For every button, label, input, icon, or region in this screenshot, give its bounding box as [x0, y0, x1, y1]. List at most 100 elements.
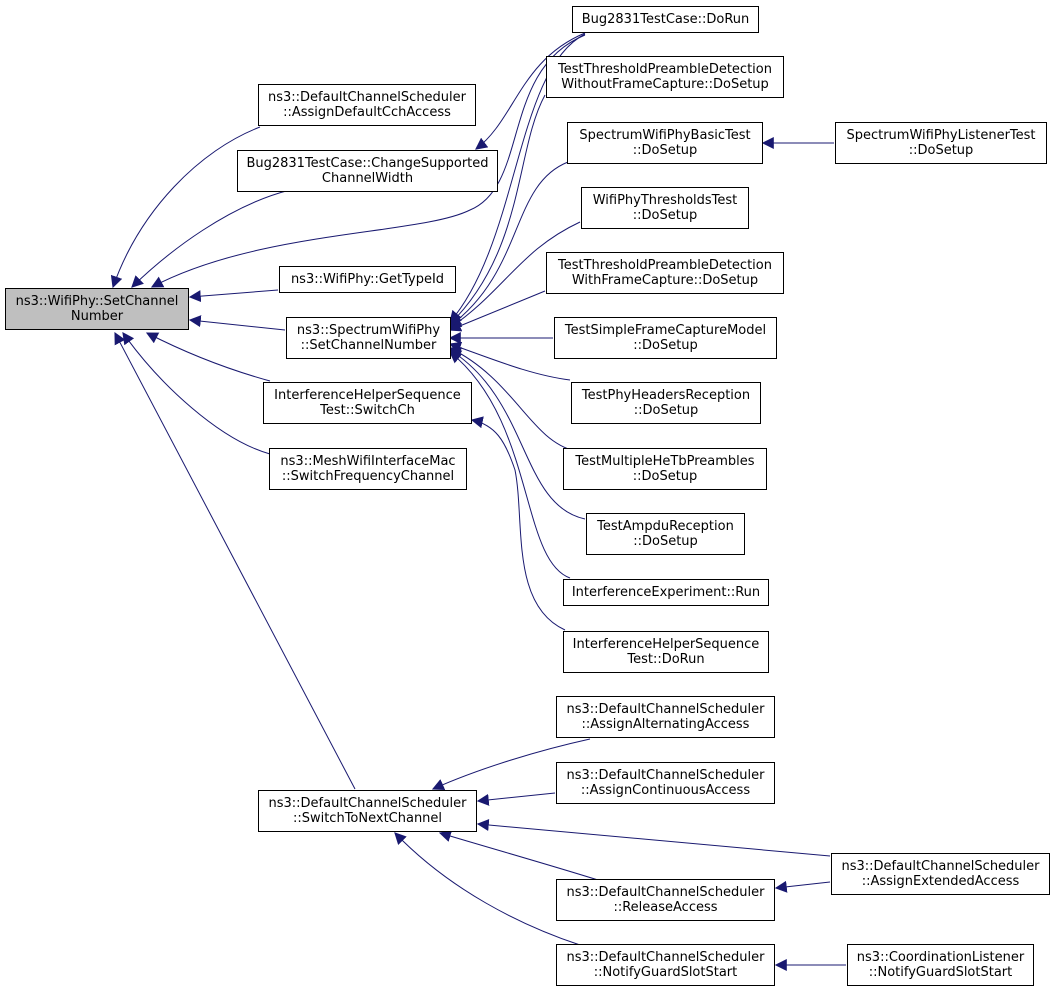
edge-tmhtp-swp — [448, 347, 576, 452]
node-label: TestSimpleFrameCaptureModel — [564, 323, 767, 338]
node-label: ChannelWidth — [321, 171, 414, 186]
node-spectrum-wifi-phy-listener-test-do-setup[interactable]: SpectrumWifiPhyListenerTest ::DoSetup — [835, 122, 1047, 164]
node-label: ns3::MeshWifiInterfaceMac — [280, 454, 456, 469]
node-label: WithFrameCapture::DoSetup — [571, 273, 759, 288]
node-label: ::AssignContinuousAccess — [580, 783, 751, 798]
node-wifi-phy-thresholds-test-do-setup[interactable]: WifiPhyThresholdsTest ::DoSetup — [581, 187, 749, 229]
node-label: ::ReleaseAccess — [613, 900, 718, 915]
node-label: ::DoSetup — [632, 208, 698, 223]
edge-tphr-swp — [448, 341, 571, 381]
node-label: ::DoSetup — [633, 403, 699, 418]
node-label: ::DoSetup — [633, 338, 698, 353]
node-label: ::DoSetup — [908, 143, 974, 158]
edge-tampdu-swp — [448, 349, 586, 520]
node-label: ::DoSetup — [632, 469, 698, 484]
node-label: SpectrumWifiPhyListenerTest — [846, 128, 1036, 143]
node-label: ::DoSetup — [633, 534, 698, 549]
node-ttpd-with-frame-capture-do-setup[interactable]: TestThresholdPreambleDetection WithFrame… — [546, 252, 784, 294]
node-label: TestPhyHeadersReception — [581, 388, 751, 403]
node-label: ns3::DefaultChannelScheduler — [566, 768, 765, 783]
node-label: ::NotifyGuardSlotStart — [868, 965, 1013, 980]
node-dcs-assign-continuous-access[interactable]: ns3::DefaultChannelScheduler ::AssignCon… — [556, 762, 775, 804]
node-dcs-assign-extended-access[interactable]: ns3::DefaultChannelScheduler ::AssignExt… — [831, 853, 1050, 895]
node-dcs-notify-guard-slot-start[interactable]: ns3::DefaultChannelScheduler ::NotifyGua… — [556, 944, 775, 986]
node-label: ns3::DefaultChannelScheduler — [566, 702, 765, 717]
node-label: ns3::WifiPhy::SetChannel — [15, 294, 179, 309]
node-label: ns3::DefaultChannelScheduler — [268, 90, 466, 105]
node-label: TestAmpduReception — [597, 519, 734, 534]
node-label: Bug2831TestCase::DoRun — [581, 12, 750, 27]
node-dcs-assign-default-cch-access[interactable]: ns3::DefaultChannelScheduler ::AssignDef… — [258, 84, 476, 126]
node-label: Test::DoRun — [627, 652, 705, 667]
node-label: ns3::CoordinationListener — [856, 950, 1025, 965]
edge-ttpd_w-swp — [448, 290, 546, 332]
edge-bug_run-bug_csw — [475, 32, 586, 150]
node-label: ::SwitchFrequencyChannel — [281, 469, 455, 484]
edge-dcs_ngs-dcs_next — [394, 832, 581, 946]
node-label: ::AssignExtendedAccess — [861, 874, 1020, 889]
edge-swpbt-swp — [449, 161, 569, 327]
node-label: ns3::DefaultChannelScheduler — [566, 950, 765, 965]
node-label: ::DoSetup — [632, 143, 698, 158]
node-bug2831-change-supported-channel-width[interactable]: Bug2831TestCase::ChangeSupported Channel… — [237, 150, 498, 192]
node-interference-experiment-run[interactable]: InterferenceExperiment::Run — [563, 579, 769, 606]
node-label: InterferenceHelperSequence — [572, 637, 760, 652]
edge-ihs_run-ihs_sw — [470, 416, 566, 631]
edge-dcs_acc-root — [110, 126, 261, 289]
edge-ie_run-swp — [449, 351, 571, 579]
edge-gettypeid-root — [188, 289, 279, 303]
node-label: ::SetChannelNumber — [300, 338, 437, 353]
node-test-ampdu-reception-do-setup[interactable]: TestAmpduReception ::DoSetup — [586, 513, 745, 555]
edge-dcs_ext-dcs_next — [476, 819, 831, 857]
node-ttpd-without-frame-capture-do-setup[interactable]: TestThresholdPreambleDetection WithoutFr… — [546, 56, 784, 98]
node-test-phy-headers-reception-do-setup[interactable]: TestPhyHeadersReception ::DoSetup — [571, 382, 761, 424]
edge-ttpd_wo-swp — [449, 94, 546, 325]
edge-dcs_alt-dcs_next — [431, 738, 591, 791]
node-bug2831-do-run[interactable]: Bug2831TestCase::DoRun — [572, 6, 759, 33]
node-wifiphy-set-channel-number: ns3::WifiPhy::SetChannel Number — [5, 288, 189, 330]
node-mesh-wifi-interface-mac-switch-frequency-channel[interactable]: ns3::MeshWifiInterfaceMac ::SwitchFreque… — [269, 448, 467, 490]
node-dcs-release-access[interactable]: ns3::DefaultChannelScheduler ::ReleaseAc… — [556, 879, 775, 921]
edge-swp-root — [188, 315, 286, 331]
edge-dcs_ext-dcs_rel — [774, 880, 831, 893]
node-label: ns3::DefaultChannelScheduler — [841, 859, 1040, 874]
node-label: InterferenceExperiment::Run — [571, 585, 761, 600]
node-label: ::AssignDefaultCchAccess — [283, 105, 451, 120]
node-label: ns3::WifiPhy::GetTypeId — [290, 272, 445, 287]
node-spectrum-wifi-phy-basic-test-do-setup[interactable]: SpectrumWifiPhyBasicTest ::DoSetup — [567, 122, 763, 164]
node-label: TestThresholdPreambleDetection — [558, 62, 772, 77]
edge-dcs_next-root — [114, 331, 356, 790]
node-label: ::SwitchToNextChannel — [292, 811, 443, 826]
edge-dcs_rel-dcs_next — [438, 830, 599, 881]
edge-bug_run-swp — [449, 33, 586, 323]
edge-dcs_cont-dcs_next — [476, 792, 556, 806]
node-label: Test::SwitchCh — [320, 403, 415, 418]
edge-wpthr-swp — [449, 221, 581, 329]
node-test-multiple-he-tb-preambles-do-setup[interactable]: TestMultipleHeTbPreambles ::DoSetup — [563, 448, 767, 490]
node-dcs-assign-alternating-access[interactable]: ns3::DefaultChannelScheduler ::AssignAlt… — [556, 696, 775, 738]
node-wifiphy-get-type-id[interactable]: ns3::WifiPhy::GetTypeId — [279, 266, 456, 293]
node-test-simple-frame-capture-model-do-setup[interactable]: TestSimpleFrameCaptureModel ::DoSetup — [554, 317, 777, 359]
node-label: InterferenceHelperSequence — [274, 388, 461, 403]
node-label: SpectrumWifiPhyBasicTest — [579, 128, 751, 143]
edge-bug_run-root — [150, 34, 586, 288]
node-label: TestMultipleHeTbPreambles — [575, 454, 755, 469]
node-label: ::NotifyGuardSlotStart — [593, 965, 738, 980]
node-coordination-listener-notify-guard-slot-start[interactable]: ns3::CoordinationListener ::NotifyGuardS… — [847, 944, 1034, 986]
node-interference-helper-sequence-test-do-run[interactable]: InterferenceHelperSequence Test::DoRun — [563, 631, 769, 673]
node-label: ns3::DefaultChannelScheduler — [566, 885, 765, 900]
node-dcs-switch-to-next-channel[interactable]: ns3::DefaultChannelScheduler ::SwitchToN… — [258, 790, 477, 832]
node-label: ns3::SpectrumWifiPhy — [296, 323, 441, 338]
node-label: WifiPhyThresholdsTest — [592, 193, 738, 208]
edge-ihs_sw-root — [145, 332, 271, 382]
edge-mesh-root — [122, 332, 271, 455]
node-interference-helper-sequence-test-switch-ch[interactable]: InterferenceHelperSequence Test::SwitchC… — [263, 382, 472, 424]
node-label: ns3::DefaultChannelScheduler — [268, 796, 467, 811]
node-label: ::AssignAlternatingAccess — [581, 717, 750, 732]
node-label: Bug2831TestCase::ChangeSupported — [246, 156, 489, 171]
node-label: Number — [70, 309, 124, 324]
edge-bug_csw-root — [131, 189, 291, 288]
node-label: WithoutFrameCapture::DoSetup — [561, 77, 769, 92]
node-spectrum-wifi-phy-set-channel-number[interactable]: ns3::SpectrumWifiPhy ::SetChannelNumber — [286, 317, 451, 359]
